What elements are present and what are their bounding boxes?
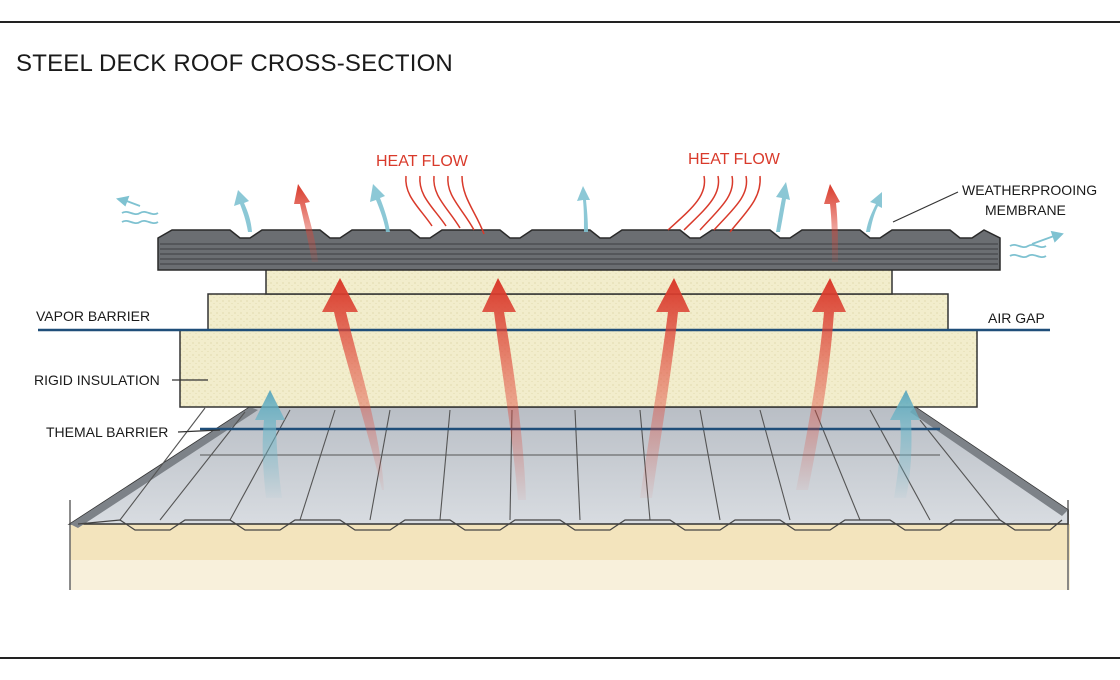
membrane-label-line2: MEMBRANE	[985, 202, 1066, 218]
air-escape-left	[116, 195, 159, 225]
air-arrow-small-5	[866, 192, 882, 232]
air-arrow-small-1	[234, 190, 252, 232]
ground-base	[70, 524, 1070, 590]
heat-wave-lines-right	[667, 175, 761, 233]
air-gap-label: AIR GAP	[988, 310, 1045, 326]
weatherproofing-membrane	[157, 229, 1001, 271]
ground-fade	[70, 560, 1070, 590]
air-arrow-small-4	[776, 182, 790, 232]
air-arrow-large-1	[255, 390, 285, 498]
heat-flow-label-right: HEAT FLOW	[688, 151, 781, 168]
steel-deck-bottom-flutes	[77, 519, 1063, 531]
air-escape-right	[1009, 230, 1064, 259]
membrane-leader-line	[892, 191, 959, 223]
heat-flow-label-left: HEAT FLOW	[376, 153, 469, 170]
air-arrow-small-3	[577, 186, 590, 232]
thermal-barrier-label: THEMAL BARRIER	[46, 424, 168, 440]
membrane-grooves	[160, 243, 998, 265]
membrane-label-line1: WEATHERPROOING	[962, 182, 1097, 198]
vapor-barrier-label: VAPOR BARRIER	[36, 308, 150, 324]
heat-arrow-large-1	[322, 278, 384, 490]
heat-arrow-large-4	[796, 278, 846, 490]
heat-arrow-small-2	[824, 184, 840, 262]
thermal-barrier-leader-line	[177, 429, 221, 433]
air-flow-arrows-small	[234, 182, 882, 232]
steel-deck-slope-right	[910, 407, 1068, 516]
heat-arrow-small-1	[294, 184, 318, 262]
air-arrow-small-2	[370, 184, 390, 232]
heat-arrow-large-3	[640, 278, 690, 498]
air-arrow-large-2	[890, 390, 920, 498]
steel-deck-slope-left	[70, 407, 258, 528]
heat-arrow-large-2	[482, 278, 526, 500]
air-flow-arrows-large	[255, 390, 920, 498]
rigid-insulation-label: RIGID INSULATION	[34, 372, 160, 388]
heat-wave-lines-left	[405, 175, 485, 235]
rigid-insulation-layer	[179, 329, 978, 408]
top-border	[0, 21, 1120, 23]
diagram-title: STEEL DECK ROOF CROSS-SECTION	[16, 50, 453, 77]
heat-flow-arrows-large	[322, 278, 846, 500]
bottom-border	[0, 657, 1120, 659]
steel-deck-body	[67, 406, 1069, 525]
heat-flow-arrows-small	[294, 184, 840, 262]
